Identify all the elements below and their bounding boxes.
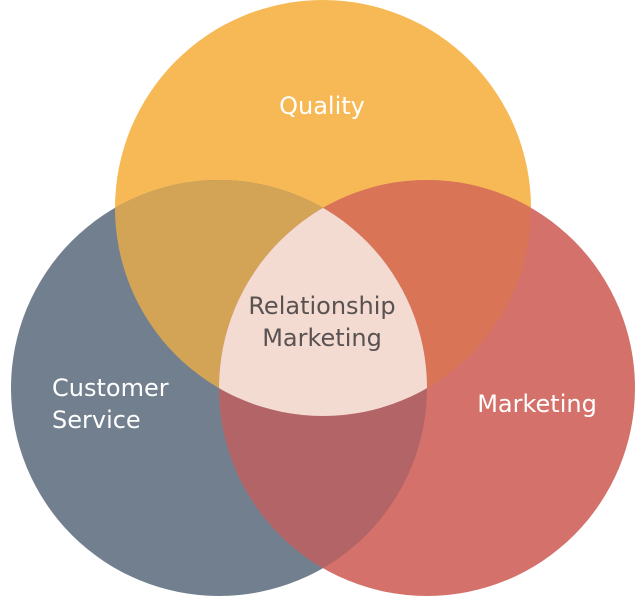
center-overlap bbox=[219, 180, 427, 416]
center-label-line2: Marketing bbox=[262, 324, 382, 352]
quality-label: Quality bbox=[279, 92, 365, 120]
marketing-label: Marketing bbox=[477, 390, 597, 418]
center-label-line1: Relationship bbox=[248, 292, 395, 320]
customer-service-label-line1: Customer bbox=[52, 374, 169, 402]
customer-service-label-line2: Service bbox=[52, 406, 141, 434]
